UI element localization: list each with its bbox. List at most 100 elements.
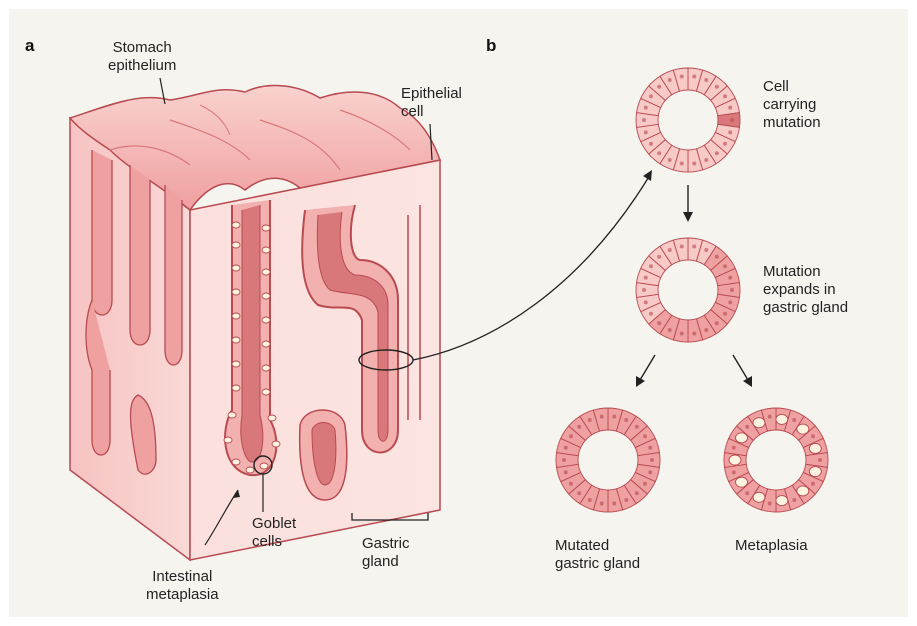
arrow-down-right [733,355,748,380]
cell-nucleus [612,502,616,506]
cell-nucleus [732,470,736,474]
cell-nucleus [704,78,708,82]
label-cell-carrying-mutation: Cell carrying mutation [763,78,821,132]
goblet-cell [809,467,821,477]
cell-nucleus [657,85,661,89]
cell-nucleus [704,248,708,252]
cell-nucleus [768,414,772,418]
cell-nucleus [715,321,719,325]
cell-nucleus [644,130,648,134]
cell-nucleus [562,458,566,462]
cell-nucleus [635,491,639,495]
cell-nucleus [650,458,654,462]
panel-a-letter: a [25,36,34,56]
cell-nucleus [657,151,661,155]
cell-nucleus [569,482,573,486]
label-goblet-cells: Goblet cells [252,515,296,551]
cell-nucleus [728,106,732,110]
cell-nucleus [624,498,628,502]
cell-nucleus [715,255,719,259]
cell-nucleus [588,418,592,422]
cell-nucleus [730,288,734,292]
goblet-cell [776,414,788,424]
cell-nucleus [704,328,708,332]
cell-nucleus [745,425,749,429]
cell-nucleus [668,248,672,252]
cell-nucleus [723,264,727,268]
cell-nucleus [649,264,653,268]
cell-nucleus [657,321,661,325]
cell-nucleus [600,414,604,418]
label-intestinal-metaplasia: Intestinal metaplasia [146,568,219,604]
cell-nucleus [577,491,581,495]
cell-nucleus [728,130,732,134]
cell-nucleus [644,276,648,280]
cell-nucleus [657,255,661,259]
cell-nucleus [564,470,568,474]
cell-nucleus [649,312,653,316]
cell-nucleus [732,446,736,450]
cell-nucleus [768,502,772,506]
cell-nucleus [564,446,568,450]
cell-nucleus [715,85,719,89]
label-stomach-epithelium: Stomach epithelium [108,39,176,75]
cell-nucleus [643,434,647,438]
cell-nucleus [730,118,734,122]
cell-nucleus [588,498,592,502]
cell-nucleus [728,300,732,304]
goblet-cell [753,418,765,428]
goblet-cell [809,443,821,453]
cell-nucleus [642,288,646,292]
cell-nucleus [612,414,616,418]
cell-nucleus [680,244,684,248]
cell-nucleus [569,434,573,438]
cell-nucleus [704,158,708,162]
cell-nucleus [668,78,672,82]
goblet-cell [729,455,741,465]
cell-nucleus [745,491,749,495]
tissue-block [70,85,440,560]
cell-nucleus [692,162,696,166]
label-mutation-expands: Mutation expands in gastric gland [763,263,848,317]
cell-nucleus [811,434,815,438]
label-gastric-gland: Gastric gland [362,535,410,571]
label-mutated-gastric-gland: Mutated gastric gland [555,537,640,573]
cell-nucleus [680,74,684,78]
cell-nucleus [668,328,672,332]
cell-nucleus [668,158,672,162]
cell-nucleus [680,162,684,166]
cell-nucleus [723,142,727,146]
goblet-cell [736,477,748,487]
cell-nucleus [811,482,815,486]
label-metaplasia: Metaplasia [735,537,808,555]
cell-nucleus [648,446,652,450]
label-epithelial-cell: Epithelial cell [401,85,462,121]
cell-nucleus [624,418,628,422]
cell-nucleus [600,502,604,506]
cell-nucleus [792,498,796,502]
cell-nucleus [642,118,646,122]
cross-section-arrow [413,175,650,360]
cell-nucleus [643,482,647,486]
cell-nucleus [648,470,652,474]
ring-mutation-expands [636,238,740,342]
goblet-cell [776,496,788,506]
ring-metaplasia [724,408,828,512]
cell-nucleus [644,300,648,304]
arrow-down-left [640,355,655,380]
cell-nucleus [692,74,696,78]
cell-nucleus [649,94,653,98]
cell-nucleus [644,106,648,110]
cell-nucleus [715,151,719,155]
cell-nucleus [818,458,822,462]
ring-mutated-gastric-gland [556,408,660,512]
cell-nucleus [635,425,639,429]
cell-nucleus [723,312,727,316]
cell-nucleus [792,418,796,422]
cell-nucleus [728,276,732,280]
cell-nucleus [692,244,696,248]
cell-nucleus [692,332,696,336]
cell-nucleus [649,142,653,146]
ring-single-mutation [636,68,740,172]
cell-nucleus [680,332,684,336]
